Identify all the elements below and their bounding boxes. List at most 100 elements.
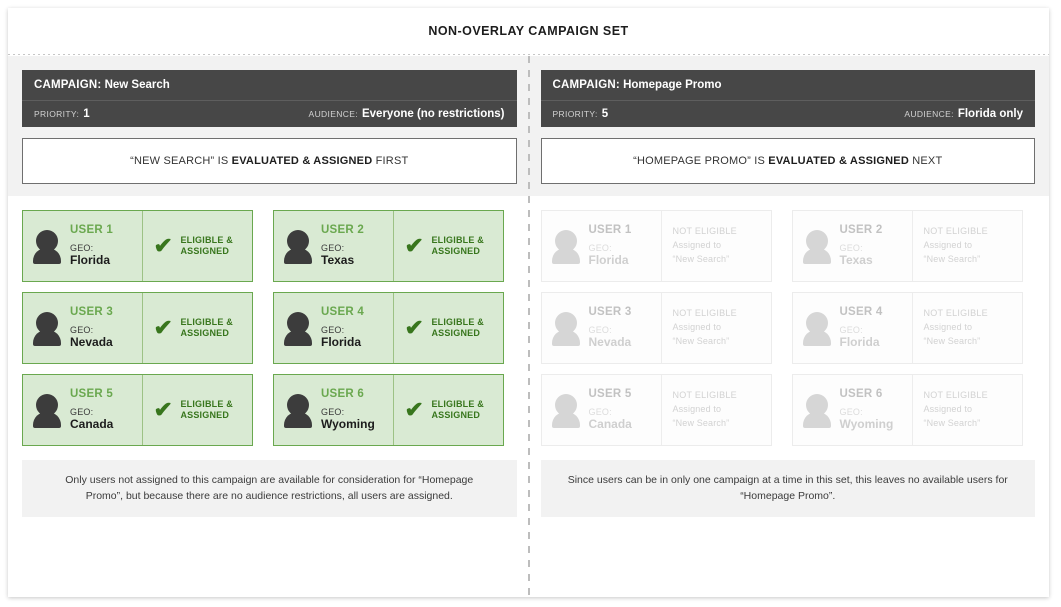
priority-label: PRIORITY:	[34, 109, 80, 119]
user-avatar-icon	[551, 229, 581, 264]
user-name: USER 6	[321, 388, 365, 401]
geo-value: Nevada	[588, 334, 632, 349]
user-card[interactable]: USER 3 GEO:Nevada NOT ELIGIBLE Assigned to “…	[540, 292, 772, 364]
geo-value: Canada	[588, 416, 632, 431]
geo-label: GEO:	[588, 324, 612, 335]
eval-text-strong: EVALUATED & ASSIGNED	[768, 155, 909, 167]
status-line-2: Assigned to	[672, 322, 722, 333]
user-avatar-icon	[32, 311, 62, 346]
user-name: USER 3	[588, 306, 632, 319]
user-avatar-icon	[551, 311, 581, 346]
geo-value: Canada	[70, 416, 114, 431]
status-eligible-assigned: ✔ELIGIBLE &ASSIGNED	[405, 399, 484, 422]
audience-value: Everyone (no restrictions)	[361, 108, 505, 120]
status-text: ELIGIBLE &ASSIGNED	[180, 235, 233, 258]
geo-label: GEO:	[70, 406, 94, 417]
status-line-2: Assigned to	[923, 240, 973, 251]
priority-value: 1	[83, 108, 90, 120]
status-line-2: Assigned to	[923, 404, 973, 415]
status-text: ELIGIBLE &ASSIGNED	[431, 317, 484, 340]
campaign-column-left: CAMPAIGN: New Search PRIORITY: 1 AUDIENC…	[22, 70, 529, 184]
note-right: Since users can be in only one campaign …	[540, 460, 1035, 517]
campaign-header-new-search: CAMPAIGN: New Search	[22, 70, 517, 101]
status-eligible-assigned: ✔ ELIGIBLE &ASSIGNED	[154, 235, 233, 258]
user-card[interactable]: USER 5 GEO:Canada ✔ELIGIBLE &ASSIGNED	[22, 374, 253, 446]
geo-label: GEO:	[588, 242, 612, 253]
status-not-eligible: NOT ELIGIBLE Assigned to “New Search”	[673, 307, 737, 349]
priority-label: PRIORITY:	[552, 109, 598, 119]
status-eligible-assigned: ✔ ELIGIBLE &ASSIGNED	[405, 317, 484, 340]
priority-group: PRIORITY: 1	[34, 108, 90, 120]
status-line-1: ELIGIBLE &	[431, 316, 484, 327]
status-line-3: “New Search”	[672, 335, 730, 346]
page-title: NON-OVERLAY CAMPAIGN SET	[428, 24, 629, 38]
geo-value: Florida	[70, 252, 111, 267]
eval-text-pre: “HOMEPAGE PROMO” IS	[633, 155, 769, 167]
user-name: USER 1	[70, 224, 114, 237]
campaign-name: Homepage Promo	[623, 79, 722, 91]
eval-text-strong: EVALUATED & ASSIGNED	[231, 155, 373, 167]
check-icon: ✔	[404, 233, 424, 258]
geo-value: Texas	[321, 252, 355, 267]
user-name: USER 3	[70, 306, 114, 319]
evaluation-order-box-left: “NEW SEARCH” IS EVALUATED & ASSIGNED FIR…	[22, 138, 517, 184]
diagram-frame: NON-OVERLAY CAMPAIGN SET CAMPAIGN: New S…	[8, 8, 1049, 597]
campaign-label: CAMPAIGN:	[34, 79, 102, 91]
eval-text-pre: “NEW SEARCH” IS	[130, 155, 232, 167]
status-line-1: NOT ELIGIBLE	[672, 308, 737, 319]
check-icon: ✔	[404, 315, 424, 340]
title-divider	[8, 54, 1049, 56]
status-line-1: ELIGIBLE &	[180, 234, 233, 245]
status-line-2: ASSIGNED	[431, 410, 481, 420]
audience-value: Florida only	[957, 108, 1023, 120]
user-status-pane: ✔ELIGIBLE &ASSIGNED	[394, 211, 503, 281]
user-info: USER 3 GEO:Nevada	[589, 306, 632, 349]
eval-text-post: NEXT	[909, 155, 943, 167]
geo-label: GEO:	[839, 242, 863, 253]
check-icon: ✔	[153, 233, 173, 258]
user-status-pane: ✔ELIGIBLE &ASSIGNED	[143, 375, 252, 445]
user-status-pane: ✔ ELIGIBLE &ASSIGNED	[143, 211, 252, 281]
user-avatar-icon	[32, 393, 62, 428]
status-line-3: “New Search”	[923, 417, 981, 428]
campaign-meta-new-search: PRIORITY: 1 AUDIENCE: Everyone (no restr…	[22, 101, 517, 127]
user-identity-pane: USER 3 GEO:Nevada	[542, 293, 662, 363]
check-icon: ✔	[404, 397, 424, 422]
status-line-3: “New Search”	[923, 335, 981, 346]
user-avatar-icon	[551, 393, 581, 428]
user-name: USER 6	[839, 388, 883, 401]
user-status-pane: ✔ELIGIBLE &ASSIGNED	[143, 293, 252, 363]
user-status-pane: ✔ ELIGIBLE &ASSIGNED	[394, 293, 503, 363]
priority-value: 5	[601, 108, 609, 120]
user-avatar-icon	[283, 393, 313, 428]
user-name: USER 5	[70, 388, 114, 401]
